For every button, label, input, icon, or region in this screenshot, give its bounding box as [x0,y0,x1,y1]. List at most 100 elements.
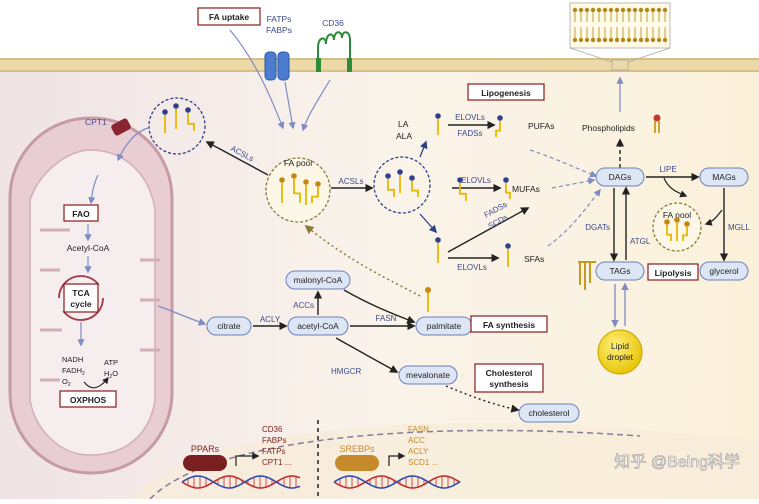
srebp-target-1: ACC [408,436,425,445]
lipid-head-icon [662,7,668,13]
lipid-droplet [597,329,643,375]
lipe-label: LIPE [659,165,676,174]
fatty-acid-icons [162,103,690,267]
fa-head-icon [291,173,297,179]
ppars-pill [183,455,227,471]
dna-strand-icon [333,475,461,489]
uptake-arrow [301,79,331,132]
nadh-label: NADH [62,355,83,364]
acsls-left-arrow [205,141,269,176]
palmitate-icon [425,287,431,312]
fatp-transporter-icon [264,51,290,81]
lipid-head-icon [650,7,656,13]
cpt1-transporter-icon [111,118,131,136]
fa-head-icon [457,177,463,183]
fasn-malonyl-arrow [343,289,416,324]
fa-pool-center [265,157,331,223]
fa-tail-icon [311,187,319,203]
h2o-label: H2O [104,369,118,380]
lipid-head-icon [638,37,644,43]
ala-label: ALA [396,131,412,141]
cd36-label: CD36 [322,18,344,28]
lipid-head-icon [602,37,608,43]
plasma-membrane [0,58,759,72]
elovls-mid-label: ELOVLs [461,176,491,185]
lipid-head-icon [608,37,614,43]
oxphos-box [59,390,117,408]
fa-head-icon [409,175,415,181]
hmgcr-label: HMGCR [331,367,361,376]
o2-label: O2 [62,377,71,388]
lipid-head-icon [626,7,632,13]
srebps-label: SREBPs [339,444,375,454]
ppars-label: PPARs [191,444,220,454]
node-citrate: citrate [206,316,252,336]
fao-label: FAO [72,209,90,219]
la-label: LA [398,119,409,129]
ppar-target-3: CPT1 ... [262,458,291,467]
lipid-head-icon [626,37,632,43]
accs-label: ACCs [293,301,314,310]
fabps-label: FABPs [266,25,292,35]
cpt1-to-fao-arrow [88,174,99,205]
fa-uptake-label: FA uptake [209,12,250,22]
svg-text:malonyl-CoA: malonyl-CoA [294,275,343,285]
node-palmitate: palmitate [415,316,473,336]
fa-tail-icon [387,179,395,197]
cd36-anchor-icon [316,58,321,72]
lipid-head-icon [584,37,590,43]
sfas-to-dags-arrow [547,188,601,247]
fa-synthesis-label: FA synthesis [483,320,535,330]
elovls-top-label: ELOVLs [455,113,485,122]
watermark: 知乎 @Being科学 [614,453,740,471]
fa-uptake-box [197,7,261,26]
ppar-target-0: CD36 [262,425,283,434]
fa-head-icon [684,221,690,227]
node-mags: MAGs [699,167,749,187]
srebps-pill [335,455,379,471]
oxphos-label: OXPHOS [70,395,107,405]
oxphos-arrow [83,376,109,389]
dna-helix-left-icon [181,475,301,489]
fa-head-icon [303,179,309,185]
lipolysis-box [647,263,699,281]
acly-label: ACLY [260,315,281,324]
lipid-head-icon [578,37,584,43]
lipid-head-icon [662,37,668,43]
fatps-label: FATPs [267,14,292,24]
node-mevalonate: mevalonate [398,365,458,385]
fa-pool-center-label: FA pool [284,158,312,168]
ppar-target-2: FATPs [262,447,285,456]
fa-head-icon [505,243,511,249]
mevalonate-to-cholesterol-arrow [445,385,520,413]
fa-head-icon [664,219,670,225]
fa-head-icon [674,217,680,223]
srebps-promoter-arrow [388,452,406,466]
tca-label-line1: TCA [72,288,89,298]
cpt1-label: CPT1 [85,117,107,127]
lipid-droplet-label-2: droplet [607,352,634,362]
fa-pool-right-label: FA pool [663,210,691,220]
ppars-promoter-arrow [235,452,260,466]
mgll-label: MGLL [728,223,750,232]
nucleus-region [130,422,759,499]
lipe-fa-release-arrow [663,177,688,198]
hmgcr-arrow [335,337,399,373]
lipid-head-icon [644,37,650,43]
node-glycerol: glycerol [699,261,749,281]
svg-text:mevalonate: mevalonate [406,370,450,380]
fasn-label: FASN [376,314,397,323]
cholesterol-synthesis-label-2: synthesis [489,379,528,389]
fa-tail-icon [666,225,672,241]
pufas-label: PUFAs [528,121,554,131]
lipid-head-icon [608,7,614,13]
fa-tail-icon [682,227,688,241]
cholesterol-synthesis-label-1: Cholesterol [486,368,533,378]
mufas-label: MUFAs [512,184,540,194]
fa-tail-icon [505,183,511,199]
lipid-head-icon [620,37,626,43]
mgll-fa-release-arrow [704,209,723,226]
cpt1-entry-arrow [117,127,149,162]
node-dags: DAGs [595,167,645,187]
